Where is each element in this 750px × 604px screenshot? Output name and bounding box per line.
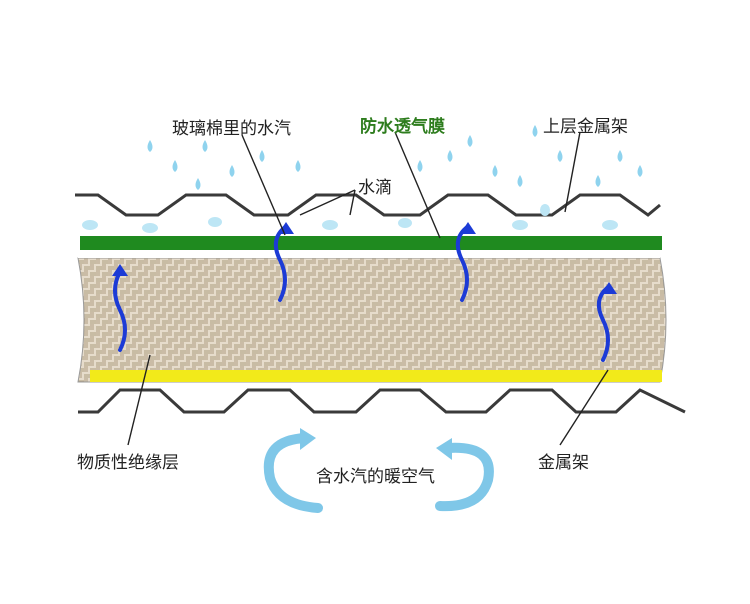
lower-metal-frame	[78, 388, 686, 414]
waterproof-membrane-band	[80, 236, 662, 250]
droplet	[208, 217, 222, 227]
leader-line	[127, 354, 151, 446]
membrane-gap	[78, 250, 660, 258]
water-droplets	[147, 125, 643, 190]
warm-air-arrows	[263, 433, 494, 513]
vapor-arrowhead	[460, 222, 476, 234]
droplet	[417, 160, 423, 172]
droplet	[82, 220, 98, 230]
droplet	[637, 165, 643, 177]
droplet	[557, 150, 563, 162]
droplet	[259, 150, 265, 162]
droplet	[540, 204, 550, 216]
leader-line	[349, 189, 356, 216]
label-insulation-layer: 物质性绝缘层	[77, 453, 179, 473]
droplet	[595, 175, 601, 187]
droplet	[447, 150, 453, 162]
droplet	[295, 160, 301, 172]
droplet	[467, 135, 473, 147]
leader-line	[564, 131, 581, 213]
droplet	[172, 160, 178, 172]
label-warm-air: 含水汽的暖空气	[316, 467, 435, 487]
droplet	[142, 223, 158, 233]
label-metal-frame: 金属架	[538, 453, 589, 473]
leader-line	[394, 131, 441, 239]
leader-line	[559, 369, 609, 446]
label-water-drops: 水滴	[358, 178, 392, 198]
warm-air-arrowheads	[300, 428, 452, 460]
air-arrowhead	[436, 438, 452, 460]
vapor-barrier-band	[90, 370, 662, 382]
vapor-arrow	[113, 270, 127, 352]
droplet	[195, 178, 201, 190]
vapor-arrow	[455, 226, 469, 302]
vapor-arrow	[273, 226, 287, 302]
air-arrow-right	[435, 442, 494, 512]
droplet	[512, 220, 528, 230]
upper-metal-frame	[75, 193, 661, 217]
vapor-arrow	[596, 286, 610, 362]
droplet	[532, 125, 538, 137]
leader-line	[241, 134, 286, 236]
droplet	[492, 165, 498, 177]
vapor-arrowhead	[601, 282, 617, 294]
vapor-arrowhead	[278, 222, 294, 234]
label-glass-wool-vapor: 玻璃棉里的水汽	[172, 119, 291, 139]
insulation-layer	[77, 257, 667, 383]
droplet	[147, 140, 153, 152]
vapor-arrowheads	[112, 222, 617, 294]
droplet	[229, 165, 235, 177]
droplet	[602, 220, 618, 230]
label-upper-frame: 上层金属架	[543, 117, 628, 137]
droplet	[517, 175, 523, 187]
condensation-droplets	[82, 204, 618, 233]
air-arrowhead	[300, 428, 316, 450]
air-arrow-left	[263, 433, 323, 513]
label-waterproof-membrane: 防水透气膜	[360, 117, 445, 137]
vapor-arrowhead	[112, 264, 128, 276]
droplet	[398, 218, 412, 228]
droplet	[617, 150, 623, 162]
vapor-arrows	[113, 226, 610, 362]
droplet	[322, 220, 338, 230]
droplet	[202, 140, 208, 152]
leader-lines	[127, 131, 609, 446]
leader-line	[299, 189, 356, 216]
